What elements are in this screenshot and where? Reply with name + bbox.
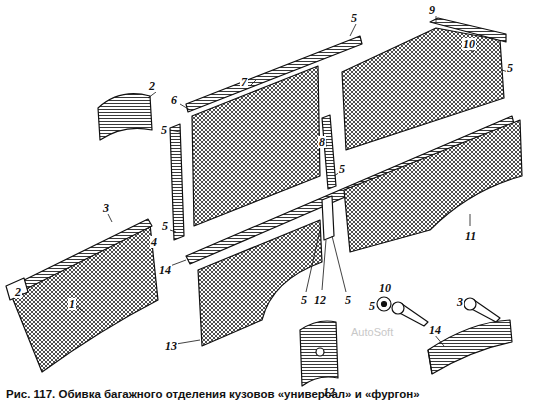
callout-number: 10	[378, 282, 392, 294]
side-panel	[198, 220, 322, 346]
callout-number: 6	[170, 94, 178, 106]
side-panel	[344, 120, 522, 252]
callout-number: 13	[164, 340, 178, 352]
callout-number: 3	[102, 202, 110, 214]
callout-number: 9	[428, 4, 436, 16]
callout-number: 14	[158, 264, 172, 276]
side-panel	[192, 66, 320, 226]
trim-strip	[322, 115, 336, 189]
washer	[377, 297, 391, 311]
callout-number: 5	[506, 62, 514, 74]
trim-strip	[170, 124, 184, 240]
bracket	[322, 196, 334, 240]
callout-number: 5	[368, 300, 376, 312]
callout-number: 14	[428, 324, 442, 336]
side-panel	[10, 224, 158, 372]
callout-number: 10	[462, 38, 476, 50]
bracket-detail	[300, 321, 338, 386]
callout-number: 2	[148, 80, 156, 92]
callout-number: 11	[464, 230, 477, 242]
callout-number: 2	[14, 286, 22, 298]
callout-number: 12	[313, 294, 327, 306]
callout-number: 7	[240, 76, 248, 88]
strip-detail	[428, 320, 512, 374]
callout-number: 5	[338, 163, 346, 175]
trim-piece	[98, 94, 152, 140]
trim-strip	[8, 219, 152, 296]
callout-number: 5	[161, 220, 169, 232]
callout-number: 5	[300, 294, 308, 306]
figure-caption: Рис. 117. Обивка багажного отделения куз…	[6, 388, 540, 400]
callout-number: 8	[318, 136, 326, 148]
watermark: AutoSoft	[350, 326, 394, 338]
callout-number: 1	[68, 298, 76, 310]
end-cap	[6, 278, 28, 300]
callout-number: 5	[344, 294, 352, 306]
leader-lines	[16, 16, 508, 346]
callout-number: 5	[350, 12, 358, 24]
callout-number: 4	[150, 236, 158, 248]
callout-number: 5	[160, 124, 168, 136]
callout-number: 3	[456, 296, 464, 308]
